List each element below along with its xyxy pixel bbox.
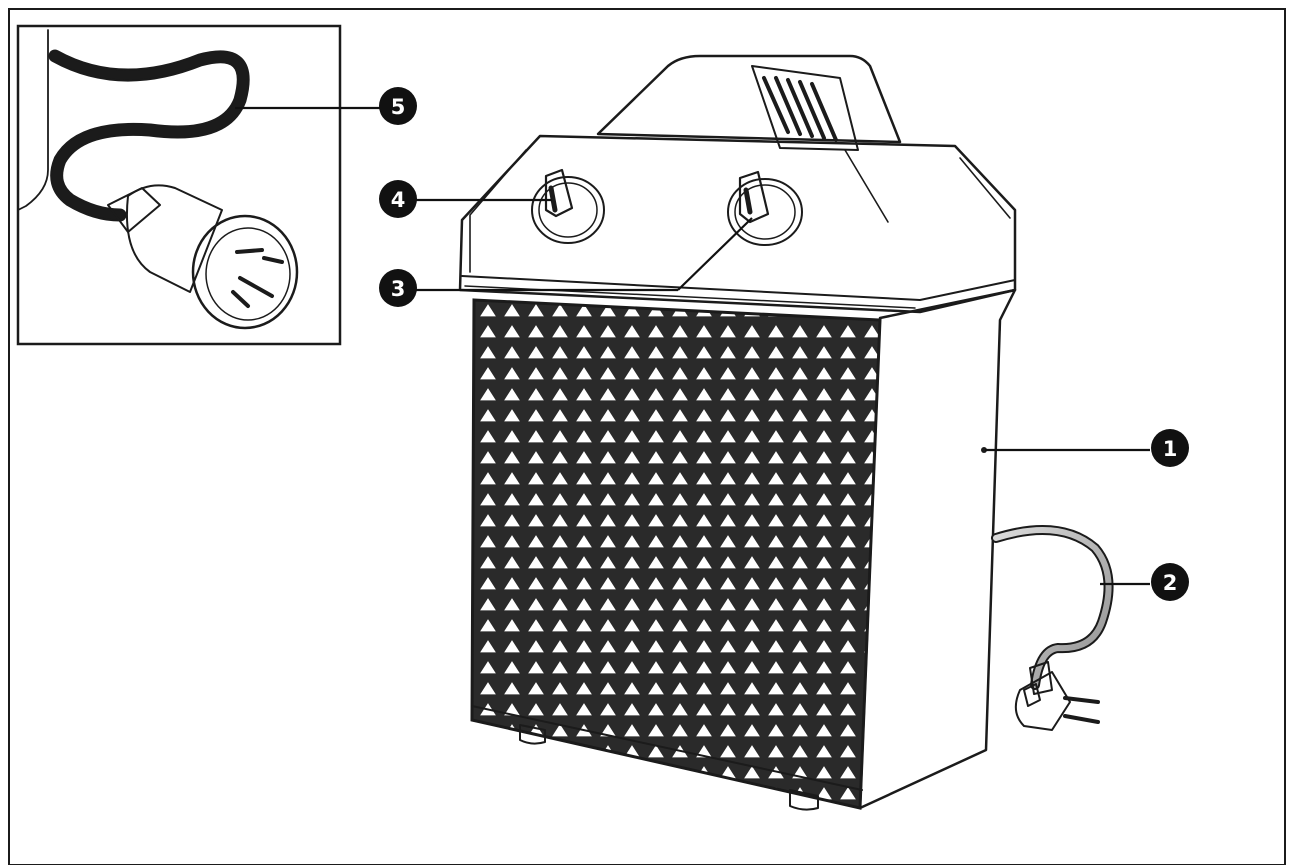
side-panel [858,288,1017,810]
schuko-plug-icon [1014,661,1100,731]
svg-text:1: 1 [1163,437,1178,461]
svg-text:2: 2 [1163,571,1178,595]
svg-text:5: 5 [391,95,406,119]
front-grille [470,298,882,810]
foot-right [789,789,819,811]
handle-vent [751,65,859,151]
carry-handle [596,54,902,144]
power-cable [991,525,1114,690]
callout-3: 3 [379,269,417,307]
callout-4: 4 [379,180,417,218]
heater [458,54,1114,811]
svg-text:3: 3 [391,277,406,301]
leader-3b [677,217,753,291]
thermostat-knob [727,170,803,246]
callout-5: 5 [379,87,417,125]
foot-left [519,724,546,745]
svg-text:4: 4 [391,188,406,212]
inset-panel [16,24,342,346]
callout-2: 2 [1151,563,1189,601]
industrial-plug-icon [107,184,299,330]
figure-frame [8,8,1286,865]
callout-1: 1 [1151,429,1189,467]
mode-knob [531,168,605,244]
